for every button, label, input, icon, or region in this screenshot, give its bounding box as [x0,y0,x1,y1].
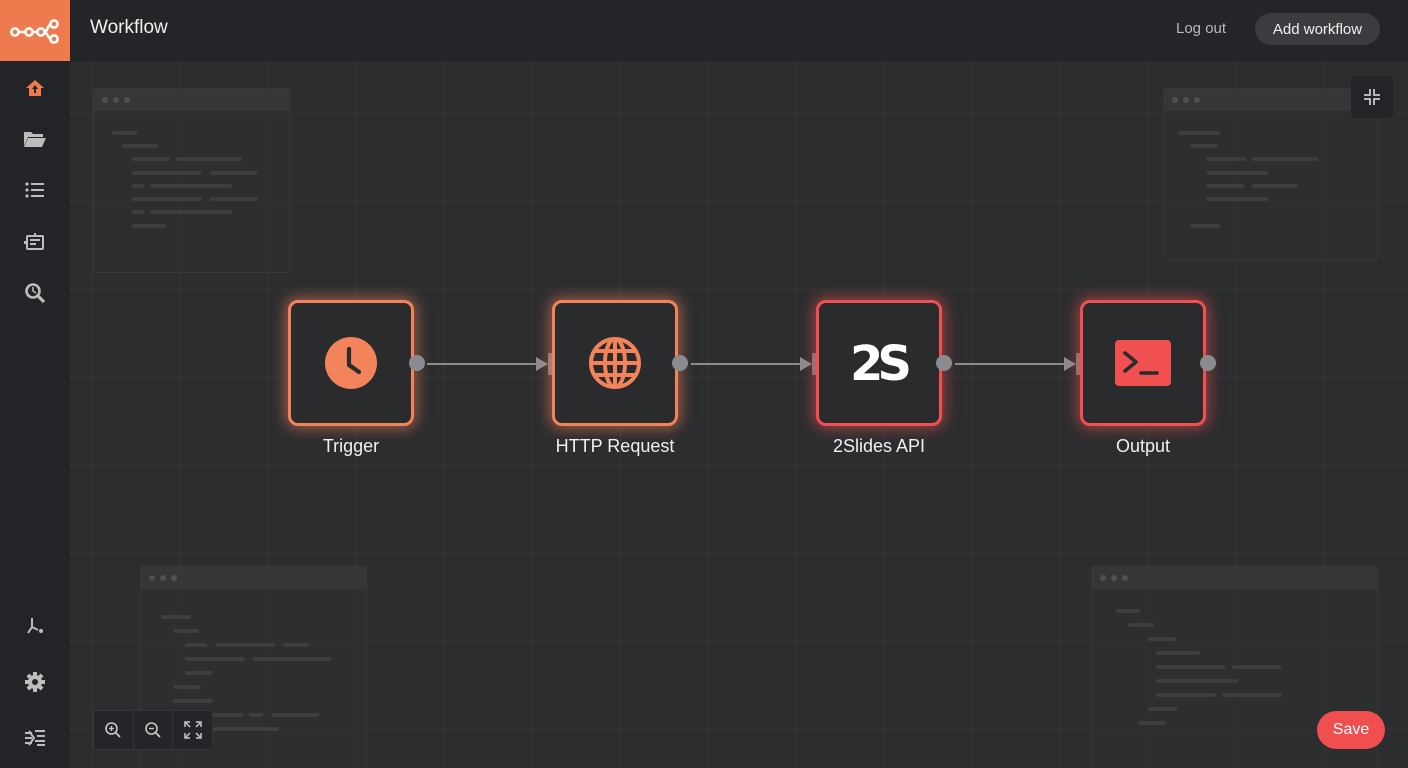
gear-icon [25,672,45,692]
zoom-in-button[interactable] [94,711,134,749]
background-code-window [1163,88,1378,260]
node-trigger[interactable] [288,300,414,426]
node-label-http-request: HTTP Request [555,436,675,456]
clock-icon [325,337,377,389]
edge-arrow [1064,357,1076,371]
node-http-request[interactable] [552,300,678,426]
folder-icon [24,132,46,147]
app-logo[interactable] [0,0,70,61]
2slides-logo-icon: 2S [850,336,914,392]
zoom-in-icon [105,722,121,738]
sidebar-item-list[interactable] [0,170,70,210]
globe-icon [589,337,641,389]
collapse-icon [25,730,45,746]
node-label-2slides-api: 2Slides API [832,436,926,456]
node-label-trigger: Trigger [322,436,380,456]
add-workflow-button[interactable]: Add workflow [1255,13,1380,45]
workflow-canvas[interactable]: Trigger HTTP Request 2S 2Slides API [70,61,1408,768]
sidebar-item-home[interactable] [0,68,70,108]
node-output[interactable] [1080,300,1206,426]
background-code-window [93,88,290,273]
sidebar-item-collapse[interactable] [0,718,70,758]
minimize-canvas-button[interactable] [1351,76,1393,118]
http-output-port[interactable] [672,355,688,371]
connection-edge[interactable] [691,363,801,365]
terminal-icon [1115,340,1171,386]
list-icon [25,182,44,198]
sidebar-item-folders[interactable] [0,119,70,159]
edge-arrow [800,357,812,371]
templates-icon [24,233,44,250]
n8n-logo-icon [10,18,59,44]
sidebar-item-branches[interactable] [0,606,70,646]
page-title: Workflow [90,17,168,38]
save-button[interactable]: Save [1317,711,1385,749]
sidebar [0,0,71,768]
edge-arrow [536,357,548,371]
node-2slides-api[interactable]: 2S [816,300,942,426]
home-icon [26,80,44,96]
fit-view-button[interactable] [173,711,212,749]
logout-link[interactable]: Log out [1176,20,1227,37]
zoom-out-button[interactable] [134,711,174,749]
connection-edge[interactable] [955,363,1065,365]
sidebar-item-search[interactable] [0,273,70,313]
connection-edge[interactable] [427,363,537,365]
trigger-output-port[interactable] [409,355,425,371]
minimize-icon [1364,89,1380,105]
node-label-output: Output [1115,436,1171,456]
top-header: Workflow Log out Add workflow [70,0,1408,62]
fit-view-icon [183,721,202,739]
search-icon [25,283,46,304]
zoom-controls [93,710,213,750]
sidebar-item-settings[interactable] [0,662,70,702]
branch-icon [27,618,43,634]
output-output-port[interactable] [1200,355,1216,371]
background-code-window [140,566,367,768]
2slides-output-port[interactable] [936,355,952,371]
zoom-out-icon [145,722,161,738]
sidebar-item-templates[interactable] [0,222,70,262]
2slides-logo-text: 2S [850,336,909,392]
